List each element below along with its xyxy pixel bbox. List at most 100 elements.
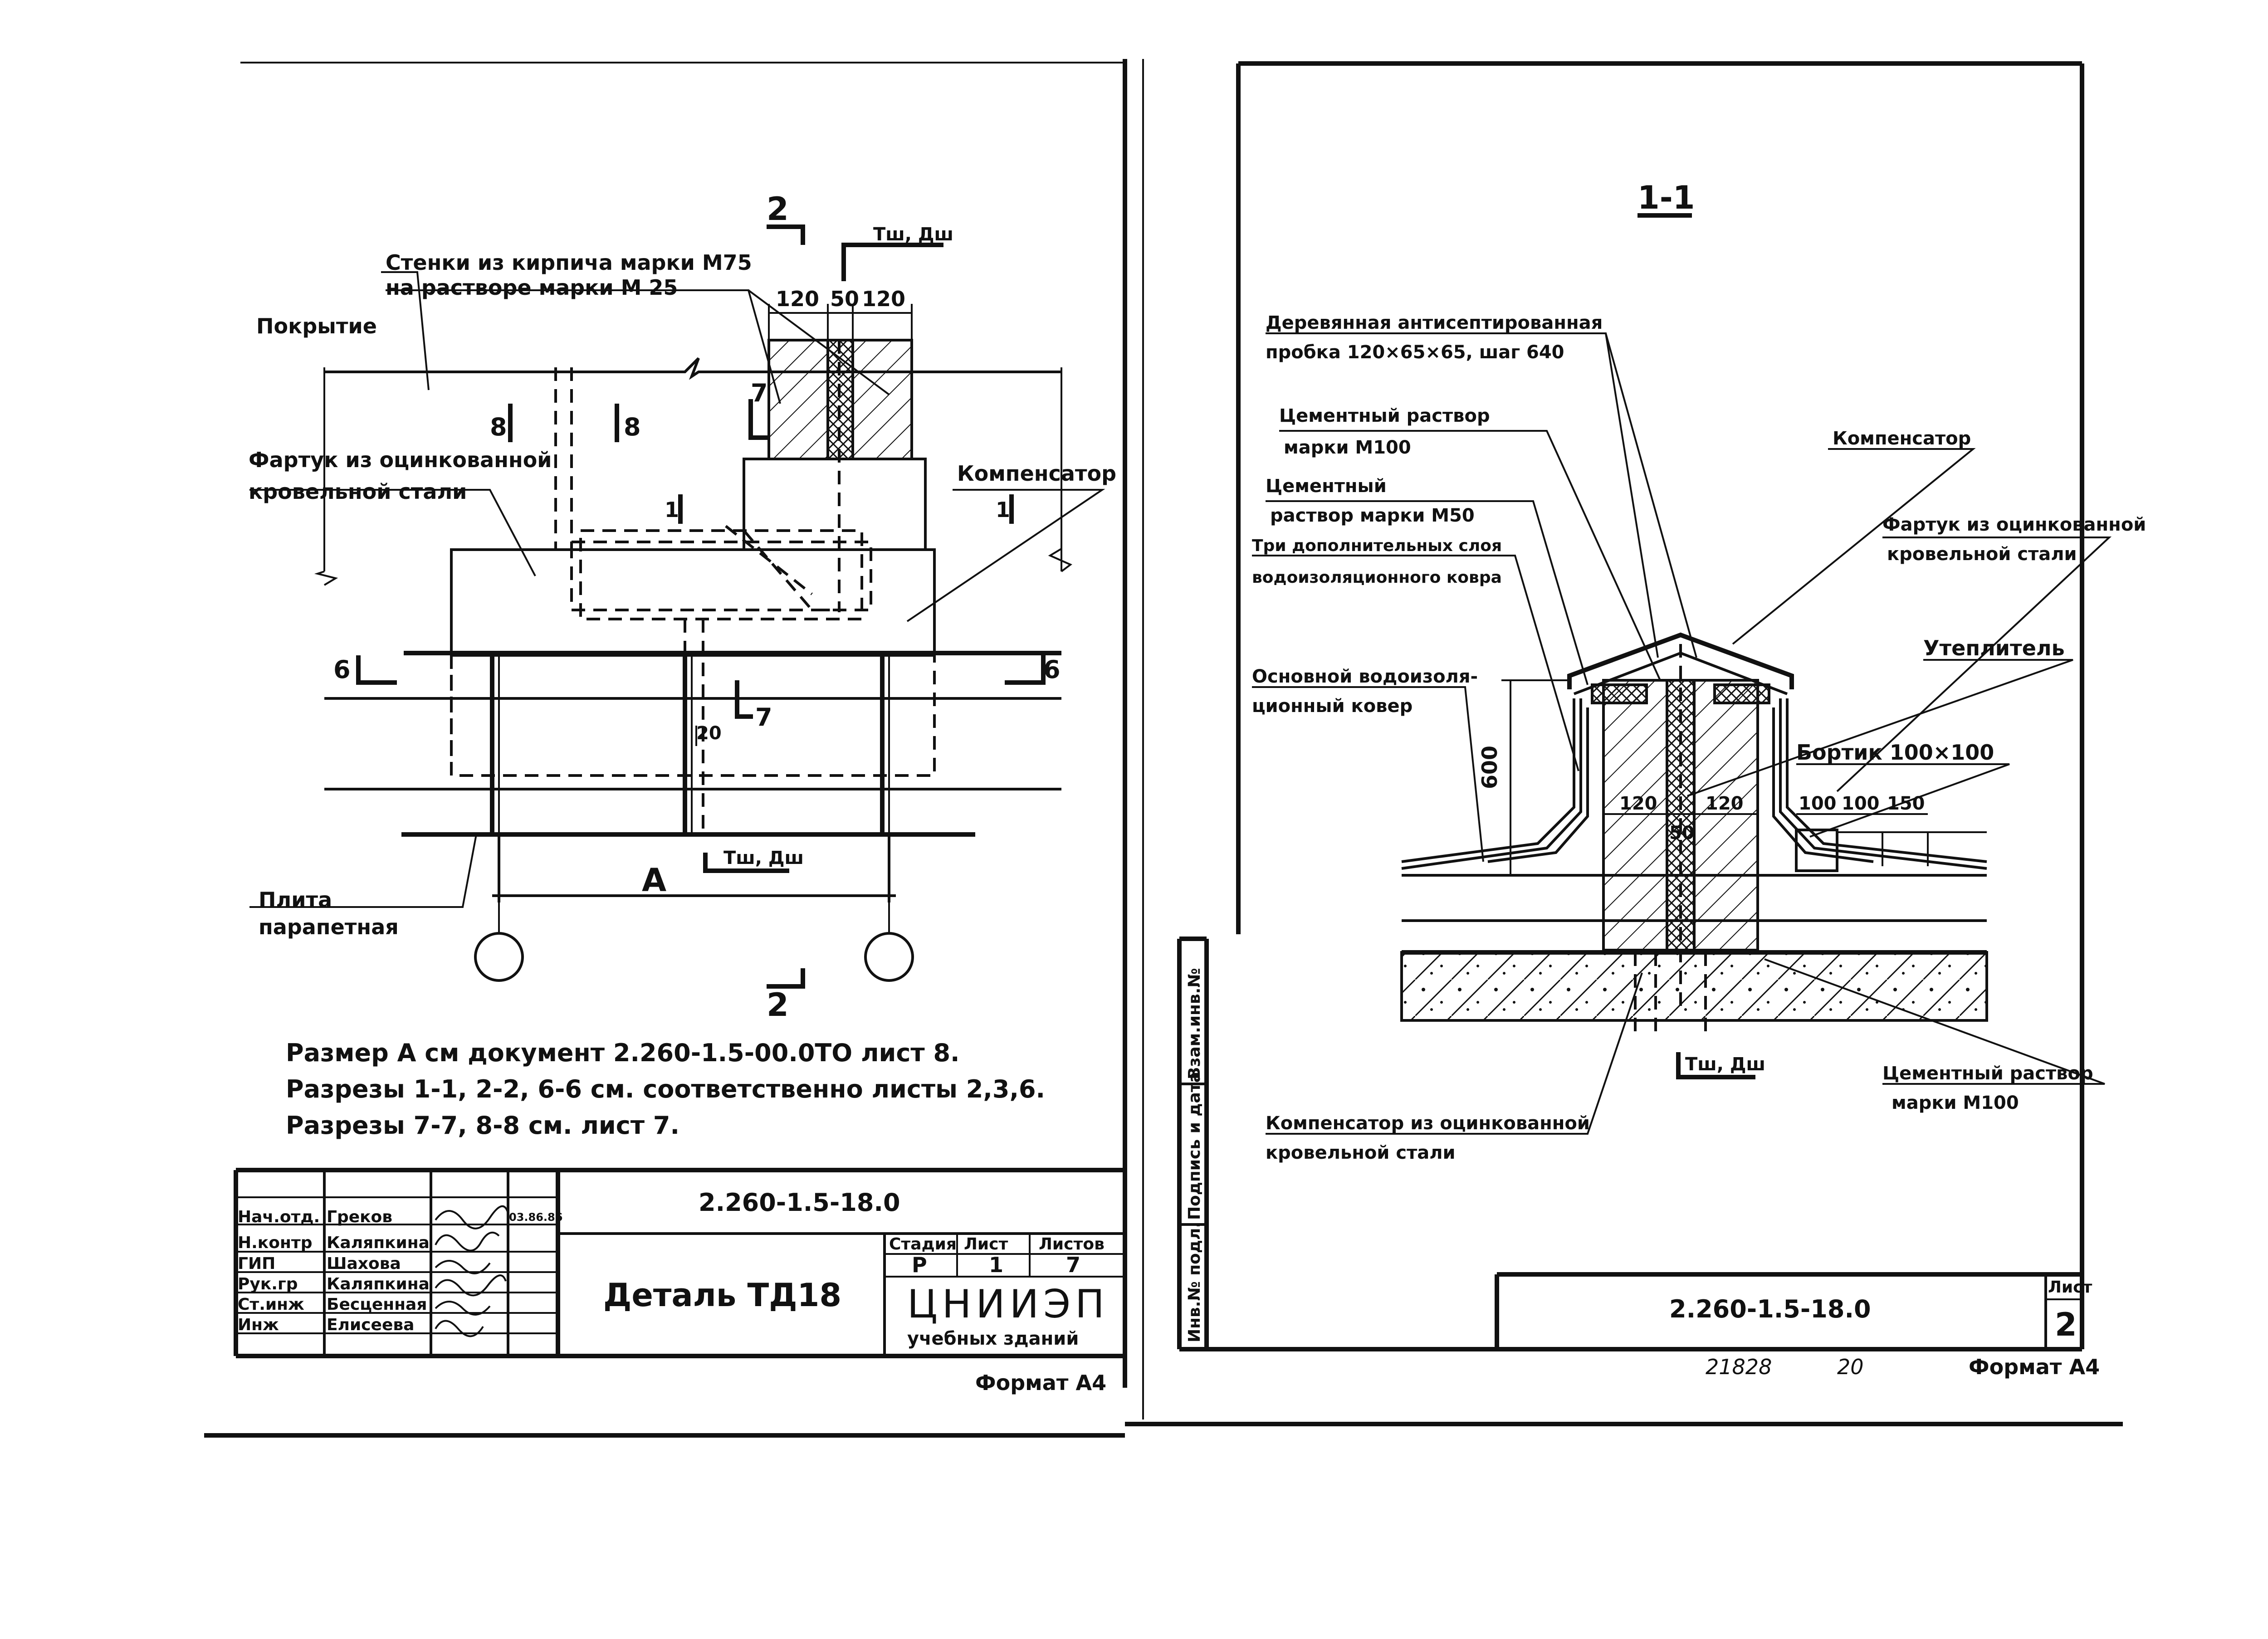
label-cement-m100: Цементный раствор [1279,405,1490,426]
label-compensator-right: Компенсатор [1833,428,1971,449]
footer-number-2: 20 [1837,1355,1864,1379]
signatures-table: Нач.отд. Греков Н.контр Каляпкина ГИП Ша… [238,1205,509,1337]
label-walls: Стенки из кирпича марки М75 [386,250,752,275]
role-6: Инж [238,1316,279,1334]
sheet-value: 1 [989,1253,1003,1277]
title-block-right: 2.260-1.5-18.0 Лист 2 [1495,1272,2092,1349]
label-compensator: Компенсатор [957,461,1116,486]
notes: Размер А см документ 2.260-1.5-00.0ТО ли… [286,1039,1045,1140]
dim-a: А [642,862,666,899]
name-3: Шахова [327,1254,401,1273]
label-apron: Фартук из оцинкованной [249,448,552,472]
note-1: Размер А см документ 2.260-1.5-00.0ТО ли… [286,1039,960,1067]
label-comp-bottom-steel: кровельной стали [1266,1142,1456,1163]
stamp-replaced-inv: Взам.инв.№ [1185,968,1204,1079]
dim-section-50: 50 [1669,823,1695,844]
signature-3 [435,1260,491,1274]
doc-code-left: 2.260-1.5-18.0 [699,1188,900,1217]
dim-120-left: 120 [776,287,819,311]
label-insulation: Утеплитель [1923,636,2065,660]
section-2-bottom: 2 [767,986,789,1024]
name-4: Каляпкина [327,1275,430,1293]
sheet-header: Лист [964,1235,1008,1254]
tsh-marks: Тш, Дш Тш, Дш 20 [695,224,953,873]
label-three-layers: Три дополнительных слоя [1252,537,1502,555]
doc-code-right: 2.260-1.5-18.0 [1669,1295,1871,1323]
label-cement-bottom-grade: марки М100 [1892,1093,2019,1113]
org-name: ЦНИИЭП [907,1282,1109,1327]
label-main-carpet-2: ционный ковер [1252,696,1413,717]
label-slab-parapet: парапетная [259,915,399,939]
label-apron-right: Фартук из оцинкованной [1882,514,2146,535]
dim-600: 600 [1477,746,1502,789]
dim-section-120-left: 120 [1619,793,1657,814]
signature-5 [435,1301,491,1316]
section-view: 1-1 600 120 120 [1252,179,2146,1163]
role-3: ГИП [238,1254,275,1273]
note-3: Разрезы 7-7, 8-8 см. лист 7. [286,1111,679,1140]
dim-100-a: 100 [1799,793,1837,814]
section-2-top: 2 [767,190,789,228]
tsh-dsh-right: Тш, Дш [1685,1054,1765,1075]
label-apron-right-steel: кровельной стали [1887,544,2077,565]
sheets-value: 7 [1066,1253,1080,1277]
section-8-left: 8 [490,413,507,441]
stage-value: Р [912,1253,927,1277]
section-7-right: 7 [755,703,772,732]
label-comp-bottom: Компенсатор из оцинкованной [1266,1113,1590,1134]
section-1-left: 1 [665,498,679,522]
section-marks: 2 2 7 7 8 8 6 6 1 1 [333,190,1061,1024]
section-7-left: 7 [751,379,768,407]
label-walls-mortar: на растворе марки М 25 [386,275,678,300]
signature-6 [435,1320,484,1337]
label-covering: Покрытие [256,314,377,338]
section-1-right: 1 [996,498,1010,522]
footer-number-1: 21828 [1706,1355,1772,1379]
drawing-title: Деталь ТД18 [603,1277,841,1314]
label-apron-steel: кровельной стали [249,479,467,504]
signature-2 [435,1231,500,1252]
format-right: Формат А4 [1969,1355,2100,1379]
leader-lines-right [1252,332,2112,1135]
label-waterproofing: водоизоляционного ковра [1252,568,1502,587]
name-6: Елисеева [327,1316,414,1334]
dim-50: 50 [830,287,859,311]
org-subname: учебных зданий [907,1328,1079,1349]
note-2: Разрезы 1-1, 2-2, 6-6 см. соответственно… [286,1075,1045,1103]
title-block-left: 2.260-1.5-18.0 Деталь ТД18 Стадия Лист Л… [236,1168,1125,1356]
label-cement-m100-grade: марки М100 [1284,437,1411,458]
label-wood-plug: Деревянная антисептированная [1266,312,1603,333]
sheets-header: Листов [1039,1235,1105,1254]
role-4: Рук.гр [238,1275,298,1293]
dimensions-section: 600 120 120 50 100 100 150 [1477,679,1928,875]
section-title: 1-1 [1637,179,1695,216]
name-5: Бесценная [327,1295,427,1314]
stage-header: Стадия [889,1235,957,1254]
dim-20: 20 [696,723,722,744]
leader-lines-left [249,271,1105,908]
role-5: Ст.инж [238,1295,304,1314]
section-6-right: 6 [1043,655,1061,684]
dimensions-top: 120 50 120 [768,287,913,345]
label-curb: Бортик 100×100 [1796,740,1994,765]
tsh-dsh-top: Тш, Дш [873,224,953,245]
dim-section-120-right: 120 [1706,793,1744,814]
label-wood-plug-size: пробка 120×65×65, шаг 640 [1266,342,1564,363]
signature-1 [435,1205,509,1229]
role-2: Н.контр [238,1234,312,1252]
stamp-inv-no: Инв.№ подл. [1185,1222,1204,1342]
dim-120-right: 120 [862,287,905,311]
name-2: Каляпкина [327,1234,430,1252]
dim-100-b: 100 [1842,793,1880,814]
sign-date: 03.86.86 [509,1211,562,1224]
sheet-number-right: 2 [2055,1306,2077,1343]
role-1: Нач.отд. [238,1208,320,1226]
label-slab: Плита [259,888,332,912]
section-8-right: 8 [624,413,641,441]
tsh-dsh-bottom: Тш, Дш [723,848,804,868]
stamp-sign-date: Подпись и дата [1185,1072,1204,1220]
name-1: Греков [327,1208,392,1226]
format-left: Формат А4 [975,1371,1106,1395]
